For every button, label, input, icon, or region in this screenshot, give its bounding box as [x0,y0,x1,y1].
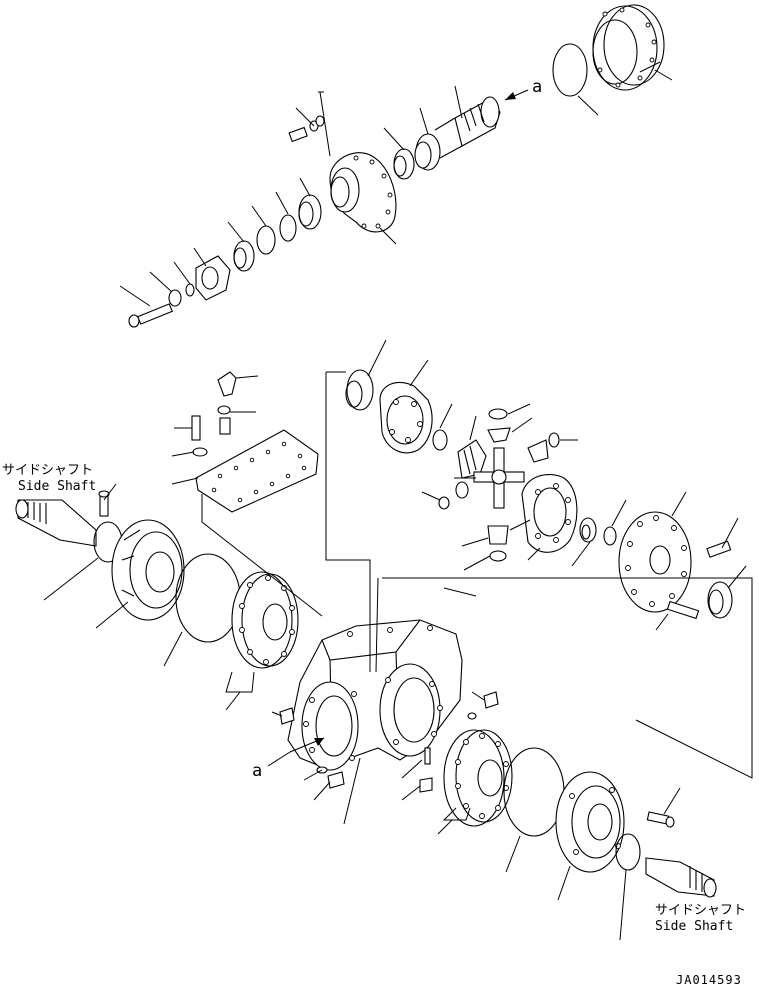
bearing-cone-1 [414,133,441,171]
right-hub [555,771,625,873]
diff-case-right [521,474,578,553]
bolt-carrier-lower [666,600,700,620]
thrust-washer-1 [432,429,448,451]
top-cover-plate [195,429,319,513]
right-side-shaft-group [443,729,717,898]
housing-fasteners [279,691,499,793]
leaders-right [437,787,681,941]
diff-pinion-2 [527,439,549,463]
left-brake-plates [231,571,299,669]
pin-right [467,712,477,720]
breather-elbow [217,371,237,397]
o-ring-small [185,283,195,297]
breather-plug [219,417,231,435]
bearing-cone-2 [298,194,322,230]
o-ring-left-large [175,553,241,643]
pinion-cage [329,152,397,233]
lockwasher-cage [315,115,325,127]
side-shaft-label-left: サイドシャフト Side Shaft [2,463,96,494]
spacer-1 [279,214,297,242]
right-brake-plates [443,729,513,827]
diff-pinion-1 [487,427,511,443]
breather-and-cover [191,371,319,513]
side-shaft-label-right: サイドシャフト Side Shaft [655,903,746,934]
left-hub [111,519,185,621]
leaders-top [119,61,673,307]
leaders-cover [171,375,259,485]
ref-label-a-top: a [532,77,542,97]
differential-assembly [345,369,733,620]
washer-top [168,289,182,307]
side-gear-left [457,439,487,479]
leaders-housing [271,691,485,825]
breather-washer [217,405,231,415]
leaders-left [43,483,255,711]
o-ring-right-large [503,747,565,837]
bolt-cover [191,415,201,441]
stud-left [279,707,295,725]
spider [473,447,525,509]
right-side-shaft [645,857,717,898]
bolt-cage [288,120,319,143]
housing-bore-left [301,681,359,771]
drawing-number: JA014593 [676,973,742,987]
bearing-cup-1 [393,148,415,180]
shim-right [603,526,617,546]
bolt-carrier-right [706,540,732,558]
pinion-washer-3 [455,481,469,499]
diff-bearing-right [579,517,597,543]
reference-arrow-a-top: a [504,77,542,101]
diff-pinion-3 [487,525,509,545]
bearing-right-outer [707,581,733,619]
coupling-yoke [195,255,231,301]
washer-cover [192,447,208,457]
side-shaft-right-jp: サイドシャフト [655,903,746,918]
ref-label-a-bottom: a [252,761,262,781]
reference-arrow-a-bottom: a [252,737,325,781]
o-ring-right [615,833,641,871]
diff-bearing-left [345,369,374,411]
o-ring-top [552,43,588,97]
pinion-assembly [128,4,665,328]
pinion-washer-5 [489,550,507,562]
bolt-right-hub [646,811,675,828]
nut-right-top [483,691,499,709]
pinion-washer-4 [438,496,450,510]
leaders-diff [367,339,747,631]
axle-housing [287,619,463,771]
plug-left [327,771,345,789]
diff-case-left [379,382,433,454]
group-bracket-lines [201,371,753,779]
side-shaft-right-en: Side Shaft [655,919,733,934]
plug-right-lower [419,777,433,793]
seal-1 [256,225,276,255]
side-shaft-left-jp: サイドシャフト [2,463,93,478]
side-shaft-left-en: Side Shaft [18,479,96,494]
bearing-cage-flange [592,4,665,91]
pin-right-lower [424,747,431,765]
pinion-washer-1 [488,408,508,420]
pinion-gear [434,96,501,159]
left-side-shaft-group [15,490,299,669]
pinion-washer-2 [548,432,560,448]
bearing-carrier-right [618,511,692,613]
left-side-shaft [15,499,97,547]
bolt-pinion-end [128,303,173,328]
